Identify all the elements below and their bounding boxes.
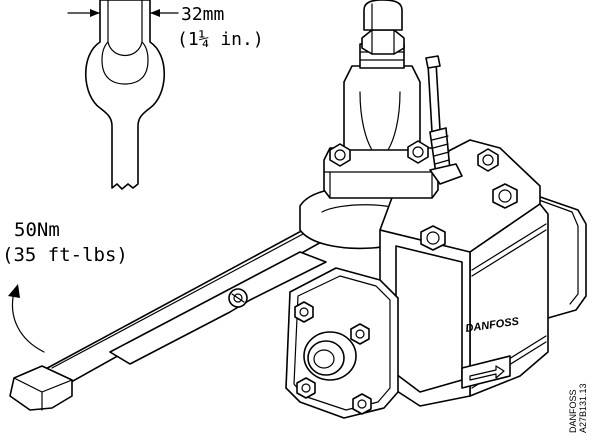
- rotation-arrow-icon: [8, 284, 45, 353]
- wrench-handle: [9, 186, 425, 411]
- wrench-size-imperial: (1¼ in.): [177, 29, 264, 50]
- access-valve-pin: [425, 55, 463, 185]
- wrench-size-metric: 32mm: [181, 4, 224, 25]
- torque-imperial: (35 ft-lbs): [2, 244, 128, 266]
- drawing-code-line2: A27B131.13: [578, 383, 588, 433]
- valve-bonnet: [323, 0, 439, 199]
- front-flange: [285, 267, 399, 419]
- drawing-code-line1: DANFOSS: [568, 389, 578, 433]
- wrench-jaw-detail: [84, 0, 166, 190]
- flow-arrow-plate-icon: [461, 355, 511, 389]
- dimension-arrows: [67, 9, 179, 17]
- pipe-port: [303, 331, 357, 381]
- torque-metric: 50Nm: [14, 219, 60, 241]
- valve-top-bolts: [420, 148, 518, 251]
